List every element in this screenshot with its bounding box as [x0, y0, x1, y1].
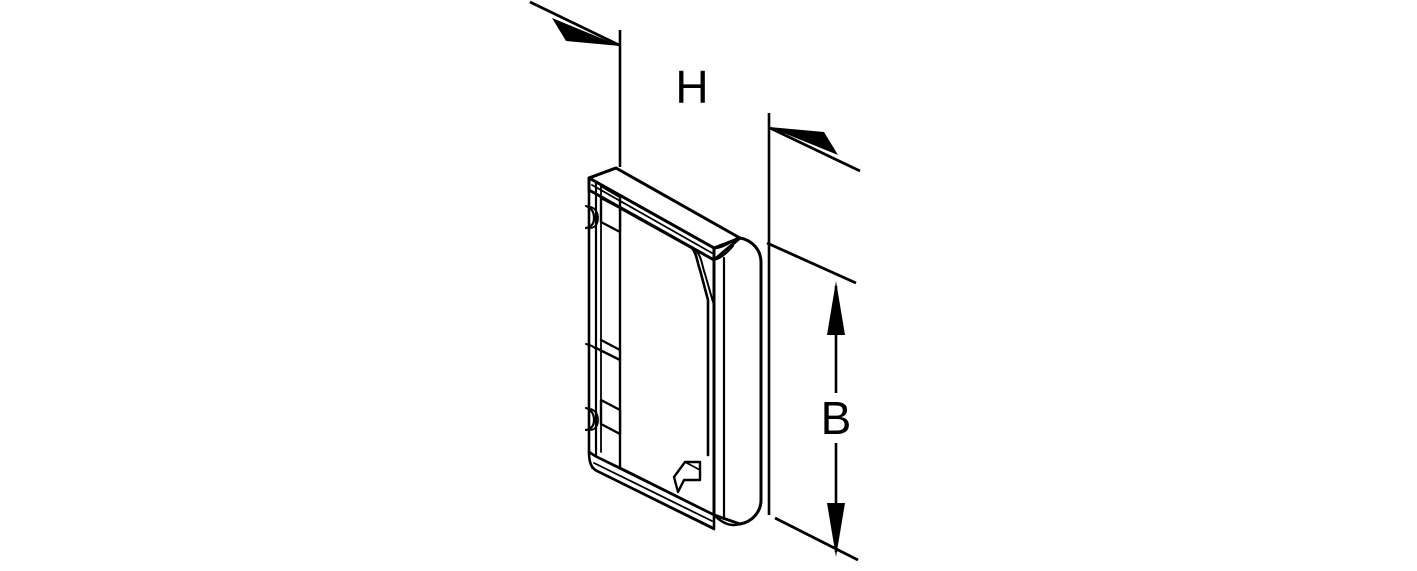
corner-inner-edge — [599, 184, 622, 199]
right-end-face-outer — [712, 236, 763, 526]
dimension-b: B — [766, 241, 859, 562]
h-leader-line-right — [769, 126, 861, 173]
top-right-wrap — [712, 236, 742, 261]
b-extension-line-top — [766, 241, 857, 285]
dimension-h: H — [529, 0, 861, 515]
inner-cavity — [618, 206, 714, 457]
h-arrowhead-right — [769, 127, 838, 155]
left-wall-rib-middle-tab — [585, 343, 597, 350]
left-wall — [584, 176, 622, 470]
bottom-face-band-hairline-2 — [591, 467, 713, 528]
top-left-corner-detail — [587, 166, 622, 199]
left-wall-rib-bottom-tab — [584, 406, 596, 432]
h-arrowhead-left — [552, 18, 620, 46]
b-arrowhead-bottom — [827, 503, 845, 557]
left-wall-rib-bottom — [599, 398, 622, 436]
corner-top-edge — [587, 166, 618, 180]
top-right-wrap-curve-inner — [713, 245, 734, 261]
left-wall-rib-middle-upper — [599, 338, 622, 352]
left-wall-rib-top — [599, 196, 622, 234]
right-end-face — [712, 236, 763, 527]
bottom-face-band-hairline — [593, 462, 713, 522]
b-arrowhead-top — [827, 281, 845, 335]
left-wall-rib-top-tab — [584, 204, 596, 230]
left-wall-rib-middle-lower — [594, 346, 622, 362]
right-end-face-bottom-corner — [712, 513, 742, 527]
bottom-inner-clip-edge — [684, 461, 701, 471]
left-wall-rib-bottom-tab-inner — [590, 408, 599, 431]
b-extension-line-bottom — [774, 516, 859, 562]
corner-thickness-edge — [588, 177, 597, 183]
dimension-label-h: H — [675, 61, 708, 113]
dimension-label-b: B — [821, 392, 852, 444]
cavity-right-contour-inner — [696, 251, 714, 303]
cavity-top-edge — [618, 206, 694, 250]
bottom-face — [587, 450, 716, 531]
end-cap-part — [584, 166, 763, 531]
left-wall-rib-top-tab-inner — [590, 206, 599, 229]
top-face-lip-hairline — [591, 184, 713, 254]
cavity-right-contour — [690, 246, 710, 457]
h-leader-line-left — [529, 0, 620, 47]
top-right-wrap-curve — [712, 236, 742, 250]
